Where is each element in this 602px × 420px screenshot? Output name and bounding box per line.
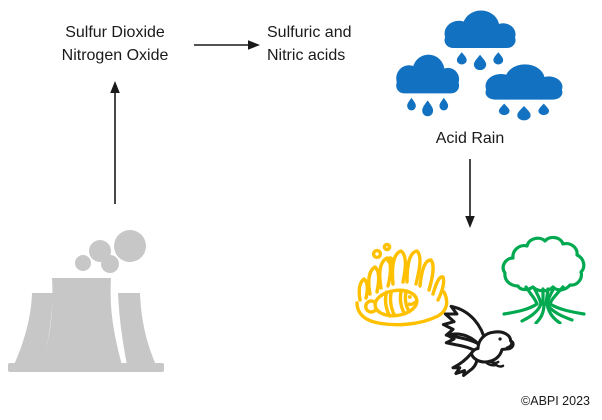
mangrove-tree-icon [501,235,586,324]
rain-cloud-icon [396,54,460,117]
arrow-down-icon [465,159,475,228]
acids-label: Sulfuric and Nitric acids [267,21,397,67]
eagle-icon [441,304,515,377]
copyright-text: ©ABPI 2023 [521,394,590,408]
rain-clouds-group [396,10,563,121]
emissions-label: Sulfur Dioxide Nitrogen Oxide [35,21,195,67]
emissions-label-line1: Sulfur Dioxide [65,24,165,41]
acids-label-line1: Sulfuric and [267,24,352,41]
rain-cloud-icon [444,10,516,71]
rain-cloud-icon [485,64,563,121]
acid-rain-label: Acid Rain [435,130,505,147]
emissions-label-line2: Nitrogen Oxide [61,47,169,64]
acids-label-line2: Nitric acids [267,47,346,64]
arrow-right-icon [194,40,260,50]
power-plant-icon [8,230,164,372]
arrow-up-icon [110,81,120,204]
coral-anemone-clownfish-icon [355,242,449,327]
